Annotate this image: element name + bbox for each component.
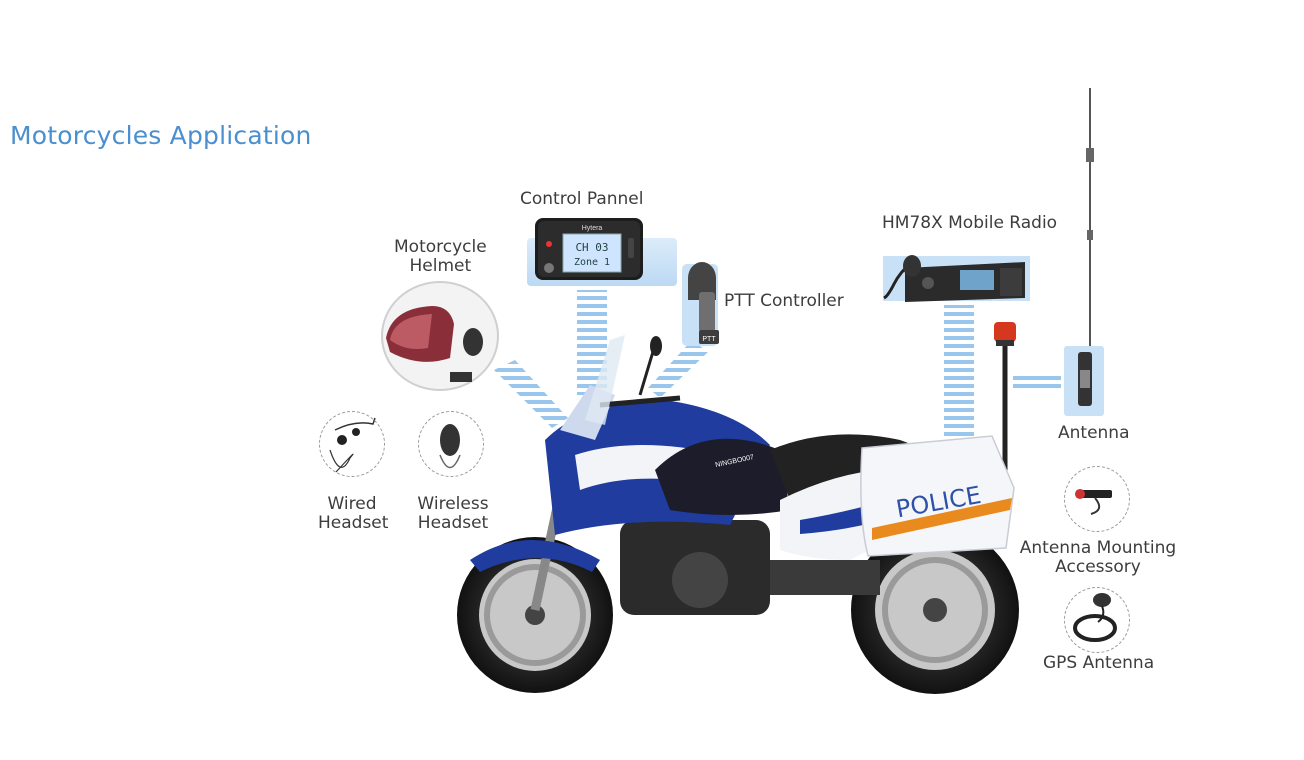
label-control-panel: Control Pannel bbox=[520, 189, 644, 209]
label-wireless-headset: Wireless Headset bbox=[417, 495, 489, 533]
antenna-device bbox=[1064, 88, 1104, 416]
label-helmet-line1: Motorcycle bbox=[394, 237, 487, 257]
label-wireless-line2: Headset bbox=[417, 513, 489, 533]
label-wired-line2: Headset bbox=[318, 513, 389, 533]
gps-antenna-ring bbox=[1064, 587, 1130, 653]
label-ptt: PTT Controller bbox=[724, 291, 844, 311]
label-antenna-mount: Antenna Mounting Accessory bbox=[1018, 539, 1178, 577]
label-helmet-line2: Helmet bbox=[409, 256, 472, 276]
label-gps-antenna: GPS Antenna bbox=[1043, 653, 1155, 673]
label-wired-headset: Wired Headset bbox=[318, 494, 389, 533]
connector-ptt bbox=[648, 340, 708, 398]
label-antenna: Antenna bbox=[1058, 423, 1130, 443]
label-wireless-line1: Wireless bbox=[417, 494, 489, 514]
ptt-badge: PTT bbox=[702, 336, 716, 343]
antenna-mount-ring bbox=[1064, 466, 1130, 532]
page-title: Motorcycles Application bbox=[10, 121, 312, 150]
label-helmet: Motorcycle Helmet bbox=[394, 238, 487, 276]
connector-helmet bbox=[494, 360, 568, 428]
panel-channel: CH 03 bbox=[575, 241, 608, 254]
panel-zone: Zone 1 bbox=[574, 257, 610, 268]
label-mobile-radio: HM78X Mobile Radio bbox=[882, 213, 1058, 233]
ptt-controller-device bbox=[682, 262, 719, 346]
connector-antenna bbox=[1013, 375, 1061, 389]
label-mount-line1: Antenna Mounting bbox=[1019, 538, 1177, 558]
panel-brand: Hytera bbox=[582, 225, 603, 232]
label-mount-line2: Accessory bbox=[1055, 557, 1141, 577]
label-wired-line1: Wired bbox=[327, 494, 377, 514]
mobile-radio-device bbox=[883, 255, 1030, 302]
control-panel-device bbox=[527, 218, 677, 286]
wireless-headset-ring bbox=[418, 411, 484, 477]
motorcycle bbox=[457, 322, 1019, 694]
helmet-device bbox=[381, 281, 499, 391]
wired-headset-ring bbox=[319, 411, 385, 477]
